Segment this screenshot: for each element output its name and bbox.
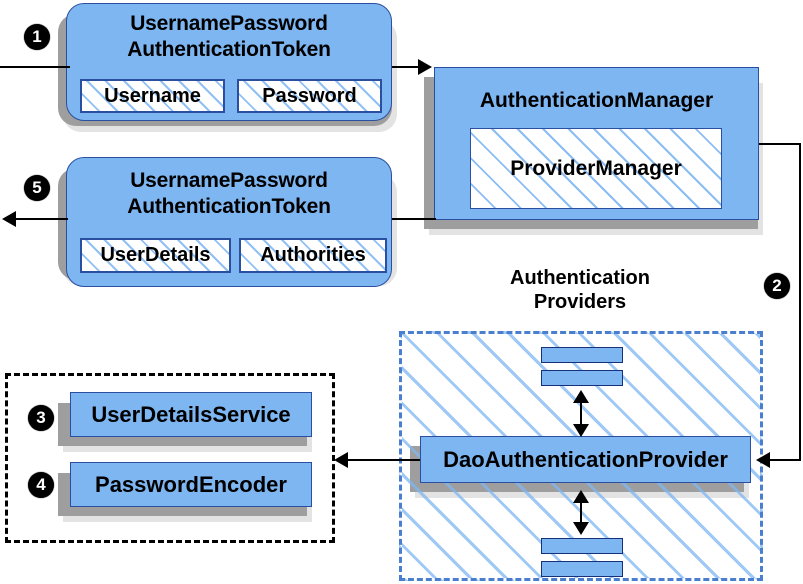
provider-link-top-line [580, 396, 582, 432]
provider-link-bottom-line [580, 496, 582, 530]
step-badge-2: 2 [764, 273, 790, 299]
step-badge-5: 5 [24, 175, 50, 201]
dao-authentication-provider-box: DaoAuthenticationProvider [420, 436, 751, 483]
step-badge-4: 4 [28, 472, 54, 498]
providers-group-label-line2: Providers [533, 291, 627, 313]
manager-to-providers-arrowhead [756, 452, 770, 468]
response-token-field-userdetails: UserDetails [80, 238, 231, 273]
provider-bar-bottom-2 [541, 561, 623, 577]
request-token-field-username: Username [80, 79, 225, 113]
request-token-title-line2: AuthenticationToken [127, 38, 331, 61]
response-token-title-line1: UsernamePassword [130, 169, 328, 192]
username-password-authentication-token-request: UsernamePassword AuthenticationToken Use… [66, 3, 392, 121]
user-details-service-box: UserDetailsService [70, 392, 312, 437]
provider-link-bottom-arrow-down [573, 522, 589, 535]
providers-group-label: Authentication Providers [470, 266, 690, 314]
password-encoder-box: PasswordEncoder [70, 462, 312, 507]
request-to-manager-line [392, 66, 424, 68]
manager-to-providers-line-vertical [799, 143, 801, 460]
services-container [5, 373, 335, 543]
response-output-arrowhead [2, 211, 16, 227]
provider-link-bottom-arrow-up [573, 490, 589, 503]
authentication-manager-box: AuthenticationManager ProviderManager [434, 67, 759, 220]
manager-to-response-token-line [392, 218, 436, 220]
provider-manager-box: ProviderManager [470, 128, 722, 209]
manager-to-providers-line-top [759, 143, 801, 145]
dao-to-services-arrowhead [334, 452, 348, 468]
step-badge-1: 1 [24, 24, 50, 50]
username-password-authentication-token-response: UsernamePassword AuthenticationToken Use… [66, 157, 392, 287]
authentication-manager-title: AuthenticationManager [479, 89, 714, 112]
provider-link-top-arrow-up [573, 390, 589, 403]
step-badge-3: 3 [28, 405, 54, 431]
incoming-request-line [0, 66, 70, 68]
request-token-field-password: Password [237, 79, 382, 113]
manager-to-providers-line-bottom [770, 459, 801, 461]
provider-link-top-arrow-down [573, 424, 589, 437]
providers-group-label-line1: Authentication [510, 267, 650, 289]
request-token-title-line1: UsernamePassword [130, 12, 328, 35]
response-token-field-authorities: Authorities [239, 238, 387, 273]
dao-to-services-line [348, 459, 420, 461]
request-to-manager-arrowhead [418, 59, 432, 75]
provider-bar-top-1 [541, 347, 623, 363]
provider-bar-bottom-1 [541, 538, 623, 554]
provider-bar-top-2 [541, 370, 623, 386]
response-token-title-line2: AuthenticationToken [127, 195, 331, 218]
response-output-line [16, 218, 68, 220]
